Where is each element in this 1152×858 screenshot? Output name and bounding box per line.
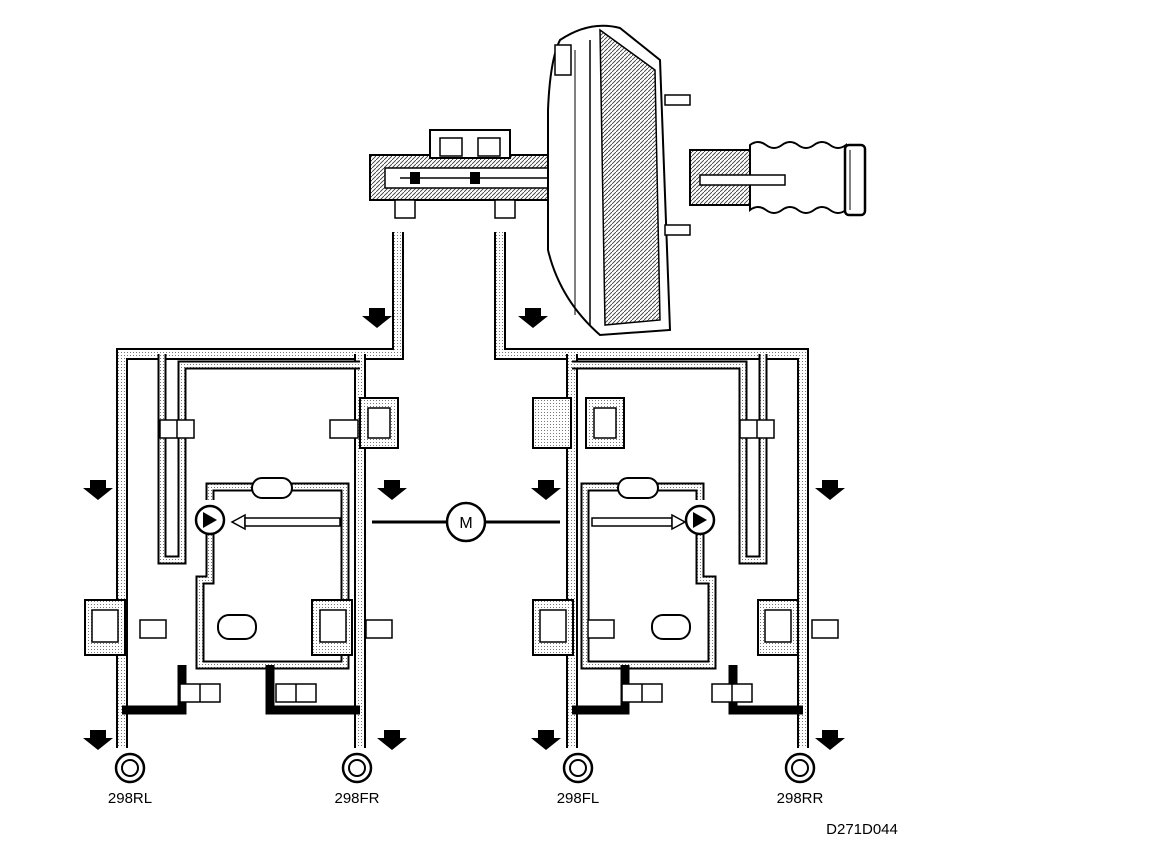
flow-arrow-down-icon xyxy=(518,308,548,328)
wheel-label-rr: 298RR xyxy=(777,790,824,807)
flow-arrow-down-icon xyxy=(377,480,407,500)
brake-booster-master-cylinder xyxy=(369,24,867,337)
wheel-label-fr: 298FR xyxy=(334,790,379,807)
flow-arrow-down-icon xyxy=(531,730,561,750)
wheel-label-rl: 298RL xyxy=(108,790,152,807)
figure-code: D271D044 xyxy=(826,821,898,838)
wheel-brake-fr xyxy=(341,752,373,784)
supply-lines xyxy=(116,232,809,748)
wheel-brake-fl xyxy=(562,752,594,784)
left-brake-circuit xyxy=(84,354,399,748)
flow-arrow-down-icon xyxy=(362,308,392,328)
flow-arrow-down-icon xyxy=(83,730,113,750)
pump-motor: M xyxy=(372,501,560,543)
flow-arrow-down-icon xyxy=(377,730,407,750)
flow-arrow-down-icon xyxy=(83,480,113,500)
wheel-brakes xyxy=(114,752,816,784)
flow-arrow-down-icon xyxy=(815,480,845,500)
wheel-label-fl: 298FL xyxy=(557,790,600,807)
motor-label: M xyxy=(459,515,472,532)
flow-arrow-down-icon xyxy=(815,730,845,750)
wheel-brake-rr xyxy=(784,752,816,784)
flow-arrows xyxy=(83,308,845,750)
right-brake-circuit xyxy=(532,354,839,748)
flow-arrow-down-icon xyxy=(531,480,561,500)
wheel-brake-rl xyxy=(114,752,146,784)
